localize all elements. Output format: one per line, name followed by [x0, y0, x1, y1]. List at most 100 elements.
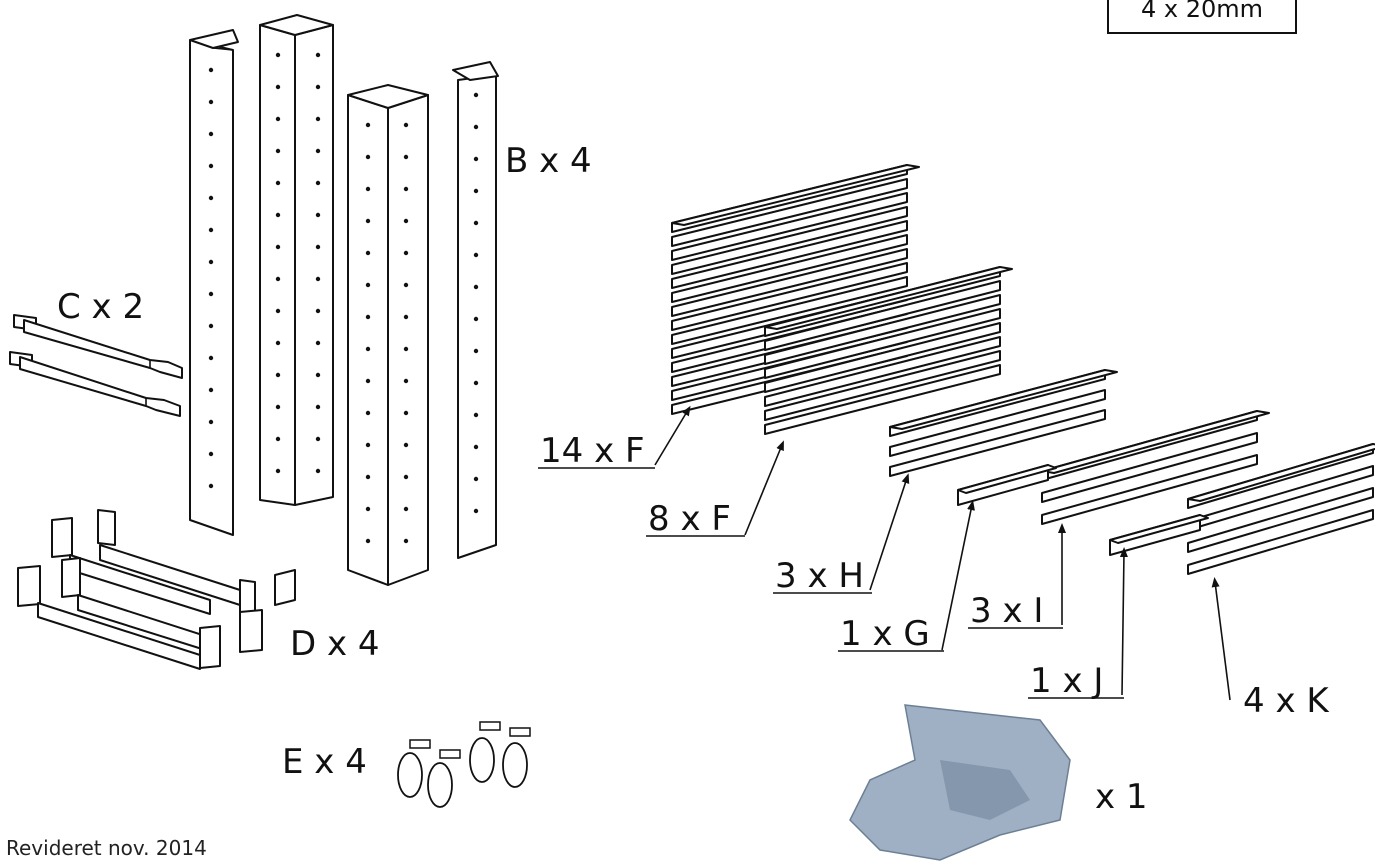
label-f14: 14 x F — [540, 431, 645, 471]
label-d: D x 4 — [290, 624, 380, 664]
upright-hole — [275, 84, 281, 90]
upright-hole — [275, 340, 281, 346]
board — [764, 336, 1001, 407]
upright-hole — [208, 259, 214, 265]
upright-hole — [473, 476, 479, 482]
upright-hole — [315, 372, 321, 378]
upright-hole — [275, 308, 281, 314]
upright-hole — [208, 451, 214, 457]
upright-hole — [403, 186, 409, 192]
board-top — [671, 164, 920, 226]
upright-hole — [275, 52, 281, 58]
upright-hole — [403, 410, 409, 416]
upright-hole — [403, 218, 409, 224]
board — [671, 276, 908, 345]
label-i: 3 x I — [970, 591, 1043, 631]
upright-holes — [208, 52, 479, 544]
upright-hole — [275, 404, 281, 410]
board — [1041, 432, 1258, 503]
board — [764, 364, 1001, 435]
upright-hole — [208, 227, 214, 233]
board — [764, 294, 1001, 365]
upright-hole — [473, 92, 479, 98]
upright-hole — [473, 220, 479, 226]
upright-hole — [208, 355, 214, 361]
upright-hole — [315, 180, 321, 186]
upright-hole — [473, 412, 479, 418]
upright-hole — [365, 346, 371, 352]
upright-hole — [403, 250, 409, 256]
upright-hole — [275, 180, 281, 186]
upright-hole — [365, 186, 371, 192]
upright-hole — [275, 468, 281, 474]
upright-hole — [315, 244, 321, 250]
board — [671, 262, 908, 331]
upright-post-1 — [189, 29, 239, 536]
upright-hole — [403, 346, 409, 352]
upright-hole — [208, 99, 214, 105]
upright-hole — [315, 276, 321, 282]
base-bracket-d-4 — [17, 565, 221, 670]
upright-hole — [365, 282, 371, 288]
board — [1187, 509, 1374, 575]
board — [889, 389, 1106, 457]
upright-post-4 — [452, 61, 499, 559]
upright-hole — [315, 308, 321, 314]
revision-note: Revideret nov. 2014 — [6, 836, 207, 860]
upright-hole — [365, 154, 371, 160]
screw-spec-box: 4 x 20mm — [1107, 0, 1297, 34]
board — [764, 280, 1001, 351]
board — [889, 409, 1106, 477]
cleaning-cloth — [849, 704, 1071, 861]
upright-hole — [208, 291, 214, 297]
board — [1187, 487, 1374, 553]
upright-hole — [365, 250, 371, 256]
board-stack-4k — [1187, 443, 1375, 575]
upright-hole — [275, 372, 281, 378]
upright-hole — [473, 348, 479, 354]
upright-hole — [315, 404, 321, 410]
upright-hole — [208, 163, 214, 169]
upright-hole — [403, 122, 409, 128]
label-f8: 8 x F — [648, 499, 731, 539]
board — [671, 234, 908, 303]
board — [671, 206, 908, 275]
board — [1041, 454, 1258, 525]
upright-hole — [315, 436, 321, 442]
board — [671, 248, 908, 317]
upright-hole — [208, 131, 214, 137]
upright-hole — [365, 410, 371, 416]
upright-hole — [275, 436, 281, 442]
upright-hole — [208, 195, 214, 201]
label-c: C x 2 — [57, 287, 144, 327]
upright-hole — [275, 148, 281, 154]
board-stack-3i — [1041, 410, 1270, 525]
upright-post-3 — [347, 84, 429, 586]
upright-hole — [403, 314, 409, 320]
upright-hole — [473, 508, 479, 514]
upright-hole — [403, 378, 409, 384]
board-stack-3h — [889, 369, 1118, 477]
upright-hole — [403, 282, 409, 288]
base-bracket-d-3 — [61, 557, 219, 655]
upright-hole — [275, 276, 281, 282]
label-h: 3 x H — [775, 556, 864, 596]
upright-hole — [473, 252, 479, 258]
leader-lines — [654, 405, 1231, 701]
upright-hole — [315, 212, 321, 218]
upright-hole — [365, 378, 371, 384]
board-top — [1041, 410, 1270, 474]
board-top — [1187, 443, 1375, 502]
upright-hole — [315, 468, 321, 474]
upright-hole — [315, 116, 321, 122]
board-top — [764, 266, 1013, 330]
upright-hole — [315, 84, 321, 90]
label-k: 4 x K — [1243, 681, 1330, 721]
upright-hole — [275, 116, 281, 122]
upright-hole — [208, 323, 214, 329]
upright-hole — [275, 212, 281, 218]
upright-hole — [473, 188, 479, 194]
upright-hole — [403, 442, 409, 448]
upright-hole — [365, 442, 371, 448]
upright-hole — [208, 419, 214, 425]
